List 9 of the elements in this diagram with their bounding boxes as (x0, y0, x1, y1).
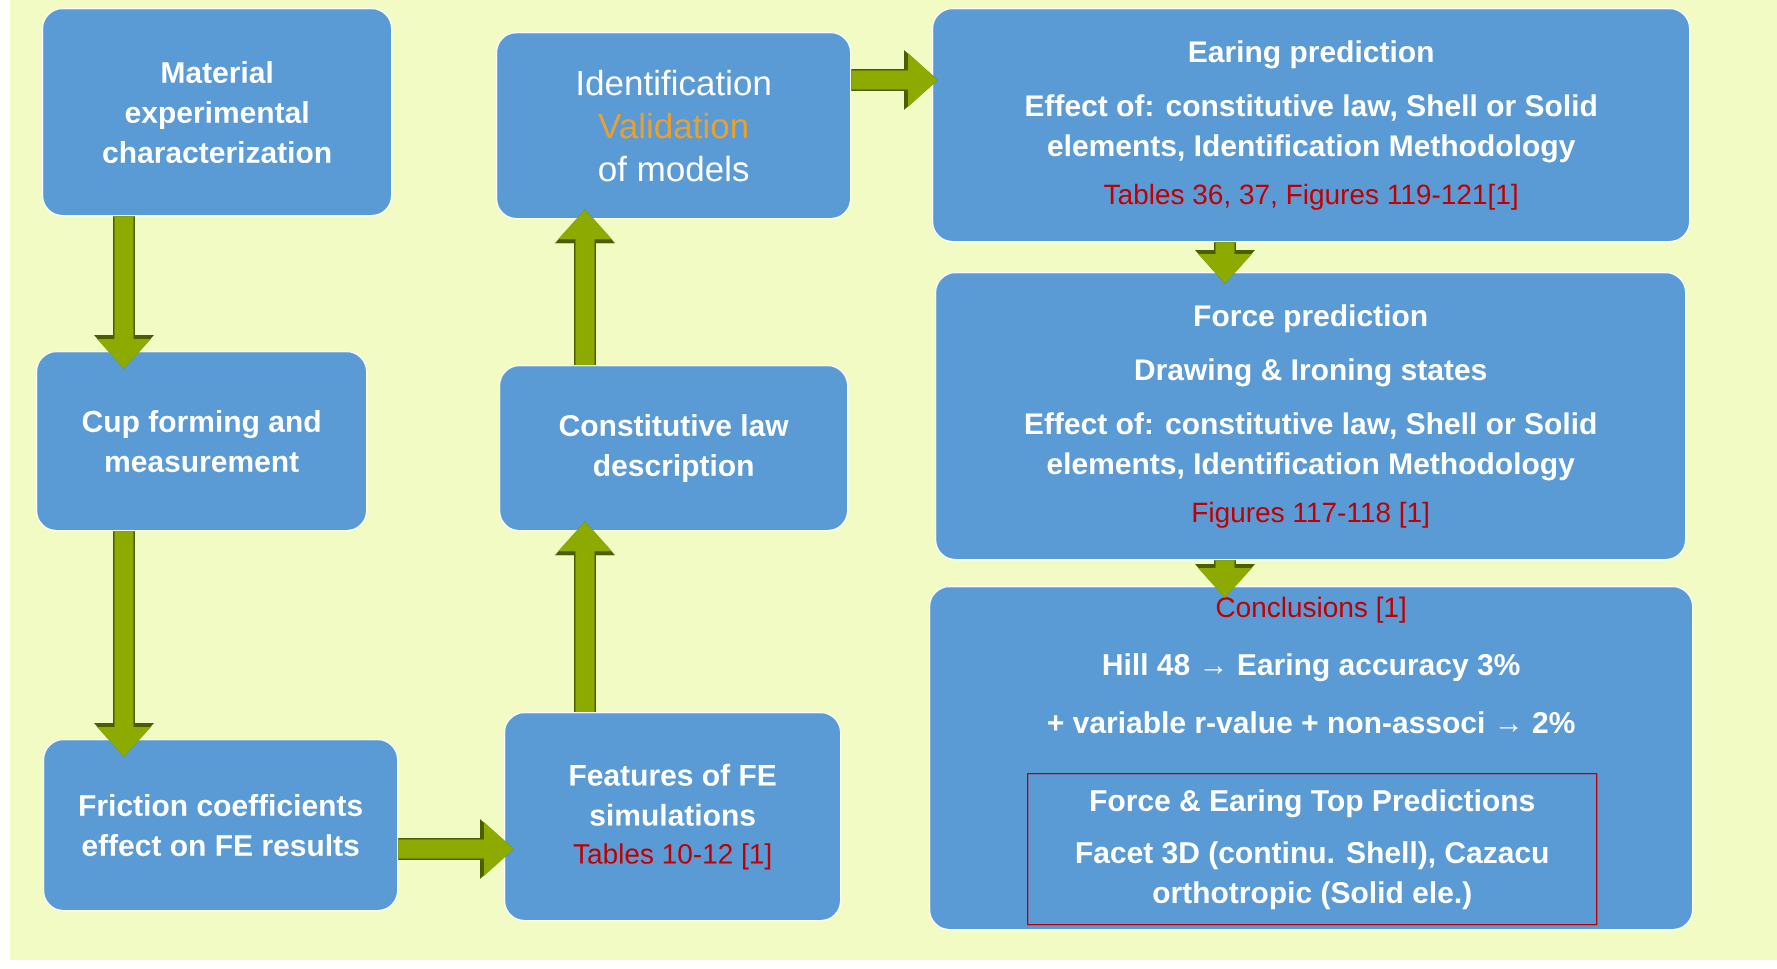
process-box: Features of FE simulations Tables 10-12 [1] (504, 712, 842, 922)
process-box: Cup forming and measurement (36, 351, 368, 532)
process-box: Friction coefficients effect on FE results (43, 739, 399, 912)
process-box: Constitutive law description (499, 365, 849, 532)
process-box: Material experimental characterization (42, 8, 393, 217)
process-box: Force prediction Drawing & Ironing states Effect of: constitutive law, Shell or Solid elements, Identification Methodology Figures 117-118 [1] (935, 272, 1687, 561)
process-box: Identification Validation of models (496, 32, 852, 220)
result-box: Force & Earing Top Predictions Facet 3D (continu. Shell), Cazacu orthotropic (Solid ele.) (1027, 773, 1598, 926)
process-box: Earing prediction Effect of: constitutive law, Shell or Solid elements, Identification Methodology Tables 36, 37, Figures 119-121[1] (932, 8, 1691, 243)
